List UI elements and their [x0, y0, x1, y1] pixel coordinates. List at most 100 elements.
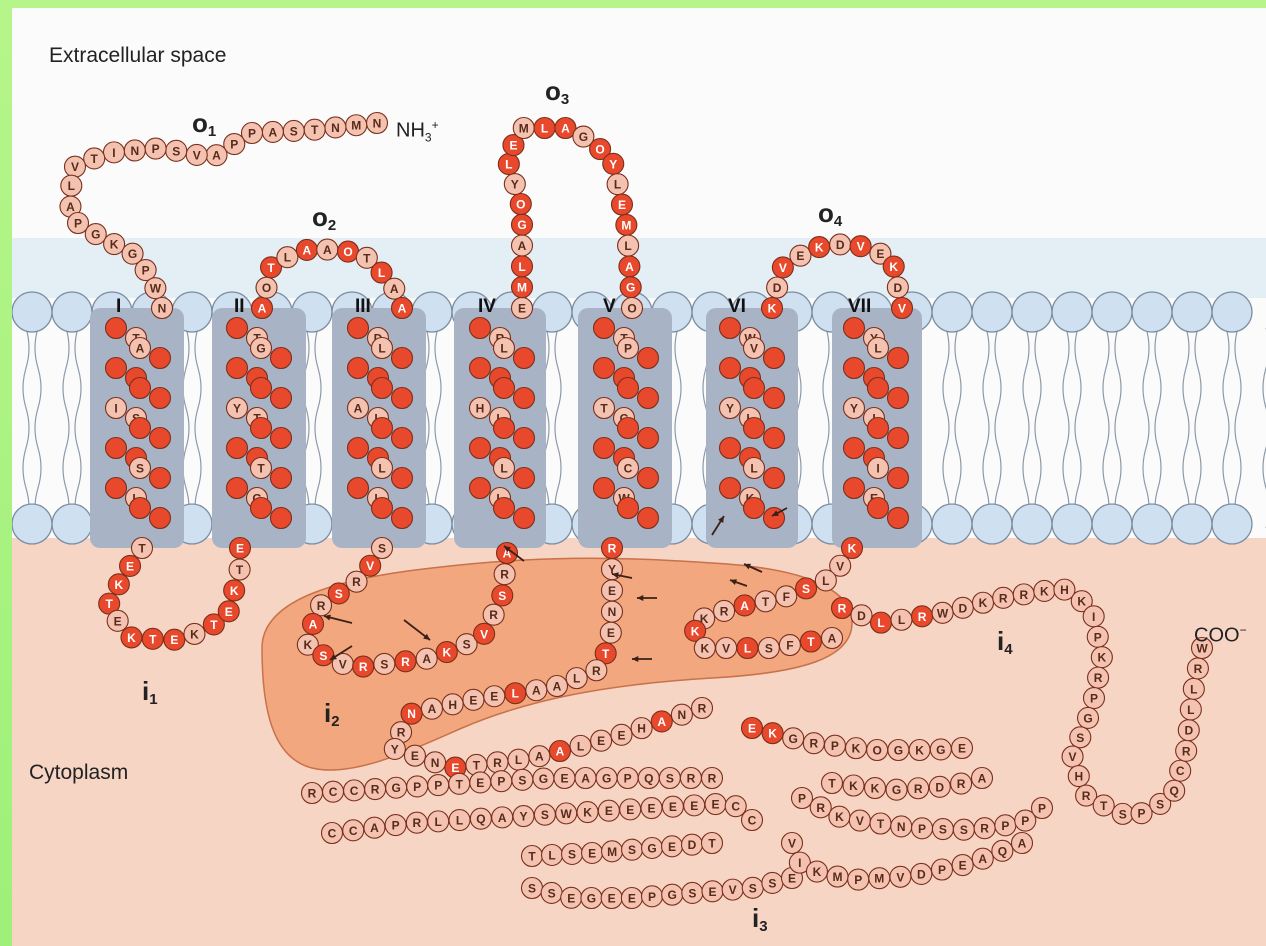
residue: V	[716, 638, 737, 659]
residue-letter: E	[668, 840, 676, 854]
residue: L	[512, 256, 533, 277]
loop-letter: o	[545, 76, 561, 106]
residue-letter: T	[267, 261, 275, 275]
residue: N	[401, 703, 422, 724]
residue: R	[302, 783, 323, 804]
residue-letter: P	[1038, 802, 1046, 816]
residue: C	[323, 781, 344, 802]
residue-letter: D	[1184, 724, 1193, 738]
loop-letter: o	[192, 108, 208, 138]
residue: P	[1032, 798, 1053, 819]
residue-letter: K	[1077, 595, 1086, 609]
residue-letter: T	[106, 597, 114, 611]
residue: L	[815, 570, 836, 591]
residue-letter: S	[548, 886, 556, 900]
residue-letter: K	[127, 631, 136, 645]
residue-letter: R	[957, 777, 966, 791]
residue-letter: C	[624, 462, 633, 476]
residue-letter: A	[390, 282, 399, 296]
residue	[150, 508, 171, 529]
residue-letter: S	[380, 657, 388, 671]
residue	[348, 358, 369, 379]
residue: K	[762, 723, 783, 744]
residue	[844, 478, 865, 499]
residue: O	[510, 194, 531, 215]
residue-letter: R	[371, 783, 380, 797]
residue-letter: D	[688, 838, 697, 852]
residue: D	[911, 863, 932, 884]
residue: Y	[844, 398, 865, 419]
residue: L	[61, 175, 82, 196]
residue: S	[622, 839, 643, 860]
helix-label-2: II	[234, 296, 245, 318]
residue-circle	[392, 468, 413, 489]
residue: S	[758, 638, 779, 659]
residue-letter: G	[894, 744, 903, 758]
residue: D	[767, 277, 788, 298]
residue: S	[1070, 727, 1091, 748]
residue: S	[682, 882, 703, 903]
residue-circle	[514, 508, 535, 529]
residue: C	[742, 810, 763, 831]
residue-letter: L	[577, 739, 584, 753]
lipid-head	[972, 292, 1012, 332]
lipid-tail	[35, 328, 41, 528]
residue: M	[827, 866, 848, 887]
lipid-tail	[983, 328, 989, 528]
residue-circle	[470, 358, 491, 379]
residue: M	[346, 115, 367, 136]
residue-letter: P	[74, 217, 82, 231]
n-terminus-label: NH3+	[396, 118, 439, 145]
residue: E	[601, 888, 622, 909]
residue: E	[952, 738, 973, 759]
residue: A	[972, 848, 993, 869]
residue	[888, 468, 909, 489]
residue-letter: A	[136, 342, 145, 356]
residue-letter: R	[500, 568, 509, 582]
helix-label-4: IV	[478, 296, 496, 318]
residue: P	[1083, 688, 1104, 709]
residue: V	[782, 833, 803, 854]
residue-letter: K	[110, 238, 119, 252]
residue-letter: E	[608, 892, 616, 906]
residue-letter: I	[114, 402, 117, 416]
residue-letter: H	[476, 402, 485, 416]
residue: E	[602, 580, 623, 601]
residue-letter: O	[516, 198, 525, 212]
residue-circle	[372, 498, 393, 519]
residue: G	[642, 837, 663, 858]
residue: L	[1180, 699, 1201, 720]
residue-letter: E	[236, 542, 244, 556]
residue-circle	[618, 378, 639, 399]
residue-letter: E	[509, 139, 517, 153]
residue: P	[407, 776, 428, 797]
residue	[372, 498, 393, 519]
residue-letter: E	[607, 626, 615, 640]
residue	[348, 318, 369, 339]
residue-letter: E	[567, 891, 575, 905]
residue-letter: K	[852, 742, 861, 756]
residue-circle	[227, 438, 248, 459]
lipid-tail	[1063, 328, 1069, 528]
residue-letter: E	[748, 722, 756, 736]
residue: A	[252, 298, 273, 319]
residue: A	[575, 768, 596, 789]
residue	[888, 508, 909, 529]
residue-letter: K	[849, 779, 858, 793]
residue: L	[542, 844, 563, 865]
residue	[372, 418, 393, 439]
residue-letter: L	[505, 158, 512, 172]
residue-letter: A	[535, 750, 544, 764]
residue-letter: N	[407, 707, 416, 721]
residue-letter: S	[136, 462, 144, 476]
residue	[494, 418, 515, 439]
residue	[271, 508, 292, 529]
residue-letter: T	[1100, 799, 1108, 813]
residue-circle	[514, 348, 535, 369]
loop-i1-label: i1	[142, 676, 158, 708]
residue-letter: L	[500, 462, 507, 476]
residue-letter: S	[463, 638, 471, 652]
residue-letter: K	[304, 638, 313, 652]
residue-letter: A	[323, 243, 332, 257]
residue: R	[494, 564, 515, 585]
